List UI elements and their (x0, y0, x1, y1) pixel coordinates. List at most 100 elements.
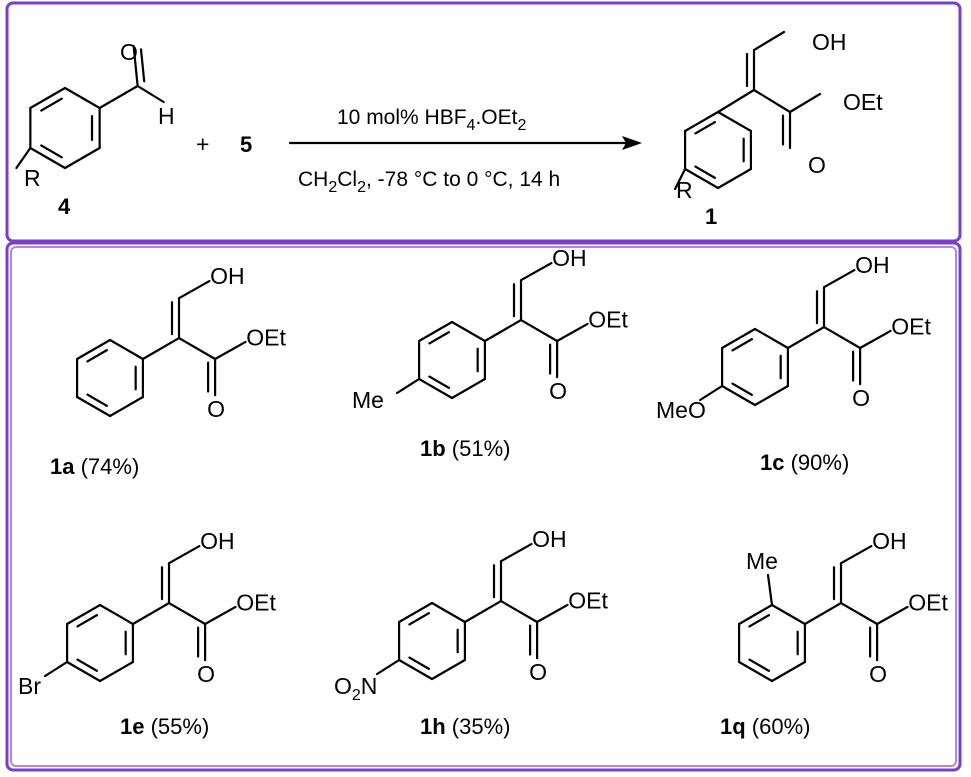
ethoxy-label: OEt (908, 590, 948, 616)
bond (499, 599, 539, 624)
ring-double-bond (40, 144, 63, 159)
ring-bond (753, 384, 790, 407)
substituent-label: Br (18, 673, 41, 699)
ethoxy-label: OEt (843, 89, 883, 115)
bond (859, 329, 892, 350)
carbonyl-oxygen-label: O (869, 661, 887, 687)
ring-double-bond (86, 393, 109, 407)
ring-bond (450, 320, 487, 343)
ring-bond (720, 327, 757, 350)
bond (167, 601, 207, 626)
bond (375, 658, 401, 676)
bond (788, 92, 822, 114)
products-frame-inner (10, 246, 957, 767)
ethoxy-label: OEt (891, 314, 931, 340)
substituent-label: Me (746, 548, 778, 574)
ring-double-bond (731, 338, 754, 352)
ring-double-bond (40, 97, 63, 112)
ring-bond (397, 658, 434, 681)
ring-double-bond (86, 349, 109, 363)
ring-bond (397, 601, 434, 624)
compound-yield: (90%) (784, 450, 849, 475)
compound-yield: (51%) (446, 436, 511, 461)
ring-bond (737, 603, 774, 626)
bond (752, 30, 786, 52)
hydroxyl-label: OH (532, 526, 567, 552)
compound-yield: (35%) (446, 714, 511, 739)
ring-bond (720, 384, 757, 407)
bond (131, 601, 171, 626)
benzaldehyde-structure (15, 44, 165, 170)
bond (15, 146, 32, 170)
bond (141, 337, 181, 361)
bond (822, 269, 856, 289)
bond (519, 319, 559, 343)
ethoxy-label: OEt (588, 307, 628, 333)
bond (839, 544, 873, 565)
compound-yield: (55%) (144, 714, 209, 739)
bond (716, 88, 756, 114)
ring-bond (75, 338, 112, 361)
bond (136, 84, 165, 104)
ring-bond (65, 603, 102, 626)
compound-yield: (60%) (746, 714, 811, 739)
ring-double-bond (694, 121, 717, 135)
carbonyl-oxygen-label: O (207, 396, 225, 422)
ring-bond (716, 167, 753, 190)
ring-bond (430, 601, 467, 624)
conditions-solvent-temp-time: CH2Cl2, -78 °C to 0 °C, 14 h (298, 168, 560, 196)
bond (177, 337, 217, 361)
ring-bond (65, 660, 102, 683)
ethoxy-label: OEt (568, 588, 608, 614)
bond (499, 542, 533, 563)
ring-double-bond (76, 658, 99, 672)
substituent-r: R (24, 165, 41, 191)
compound-id: 1a (50, 454, 75, 479)
compound-id: 1c (760, 450, 784, 475)
carbonyl-oxygen-label: O (549, 378, 567, 404)
compound-id: 1e (120, 714, 144, 739)
ring-bond (737, 660, 774, 683)
ring-bond (417, 320, 454, 343)
ring-bond (98, 603, 135, 626)
ring-double-bond (428, 375, 451, 389)
products-frame (5, 241, 962, 772)
aldehyde-hydrogen: H (158, 103, 175, 129)
product-1-structure (673, 30, 822, 191)
bond (483, 319, 523, 343)
conditions-catalyst: 10 mol% HBF4.OEt2 (337, 106, 526, 134)
ring-double-bond (428, 331, 451, 345)
substituent-r-product: R (676, 177, 693, 203)
compound-label: 1c (90%) (760, 450, 849, 475)
ethoxy-label: OEt (246, 325, 286, 351)
compound-label: 1e (55%) (120, 714, 209, 739)
ring-bond (98, 660, 135, 683)
hydroxyl-label: OH (552, 245, 587, 271)
ring-double-bond (76, 614, 99, 628)
ring-double-bond (731, 382, 754, 396)
ring-double-bond (748, 658, 771, 672)
bond (839, 601, 879, 626)
compound-label: 1q (60%) (720, 714, 810, 739)
ring-bond (63, 86, 101, 110)
hydroxyl-label: OH (210, 263, 245, 289)
hydroxyl-label: OH (855, 252, 890, 278)
carbonyl-oxygen-label: O (197, 661, 215, 687)
hydroxyl-label: OH (200, 528, 235, 554)
compound-yield: (74%) (74, 454, 139, 479)
compound-label: 1h (35%) (420, 714, 510, 739)
bond (752, 88, 792, 114)
ring-bond (770, 603, 807, 626)
bond (43, 660, 69, 678)
ring-bond (29, 146, 67, 170)
starting-material-4: O H R 4 (15, 39, 175, 219)
ring-bond (450, 377, 487, 400)
bond (519, 262, 553, 282)
double-bond (132, 44, 139, 88)
compound-label: 1b (51%) (420, 436, 510, 461)
bond (536, 603, 569, 624)
